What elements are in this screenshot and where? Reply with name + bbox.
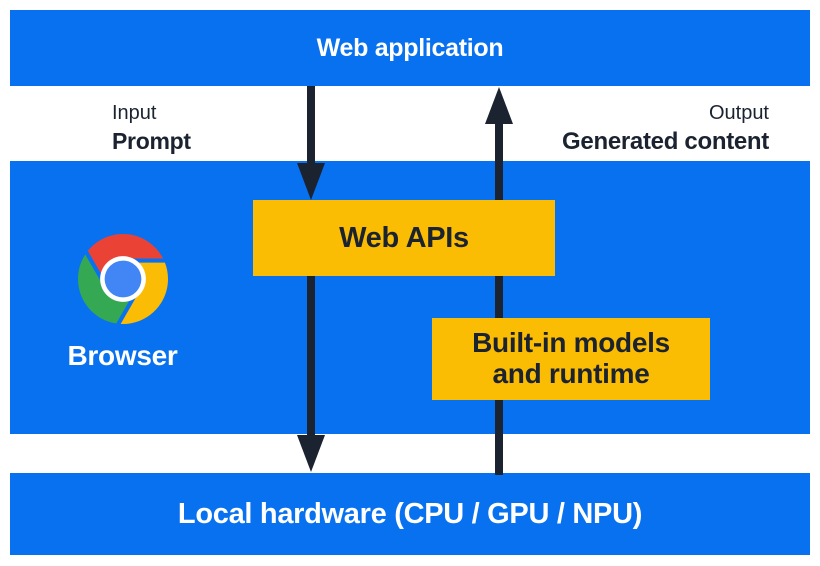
arrow-line bbox=[307, 86, 315, 166]
web-apis-box: Web APIs bbox=[253, 200, 555, 276]
input-value: Prompt bbox=[112, 128, 191, 154]
arrow-line bbox=[307, 276, 315, 436]
chrome-logo-icon bbox=[78, 234, 168, 324]
input-label-group: Input Prompt bbox=[112, 101, 191, 156]
local-hardware-label: Local hardware (CPU / GPU / NPU) bbox=[177, 497, 643, 530]
output-title: Output bbox=[708, 102, 769, 124]
web-application-label: Web application bbox=[316, 33, 504, 62]
arrow-line bbox=[495, 121, 503, 475]
output-label-group: Output Generated content bbox=[562, 101, 769, 157]
web-apis-label: Web APIs bbox=[339, 221, 469, 254]
output-value: Generated content bbox=[562, 128, 769, 155]
builtin-models-label-line2: and runtime bbox=[492, 358, 650, 389]
builtin-models-box: Built-in models and runtime bbox=[432, 318, 710, 400]
arrow-head-down-icon bbox=[297, 435, 325, 472]
input-title: Input bbox=[112, 102, 157, 124]
builtin-models-label-line1: Built-in models bbox=[472, 327, 670, 359]
arrow-head-up-icon bbox=[485, 87, 513, 124]
local-hardware-layer: Local hardware (CPU / GPU / NPU) bbox=[10, 473, 810, 555]
web-application-layer: Web application bbox=[10, 10, 810, 86]
arrow-head-down-icon bbox=[297, 163, 325, 200]
browser-label: Browser bbox=[67, 340, 178, 371]
